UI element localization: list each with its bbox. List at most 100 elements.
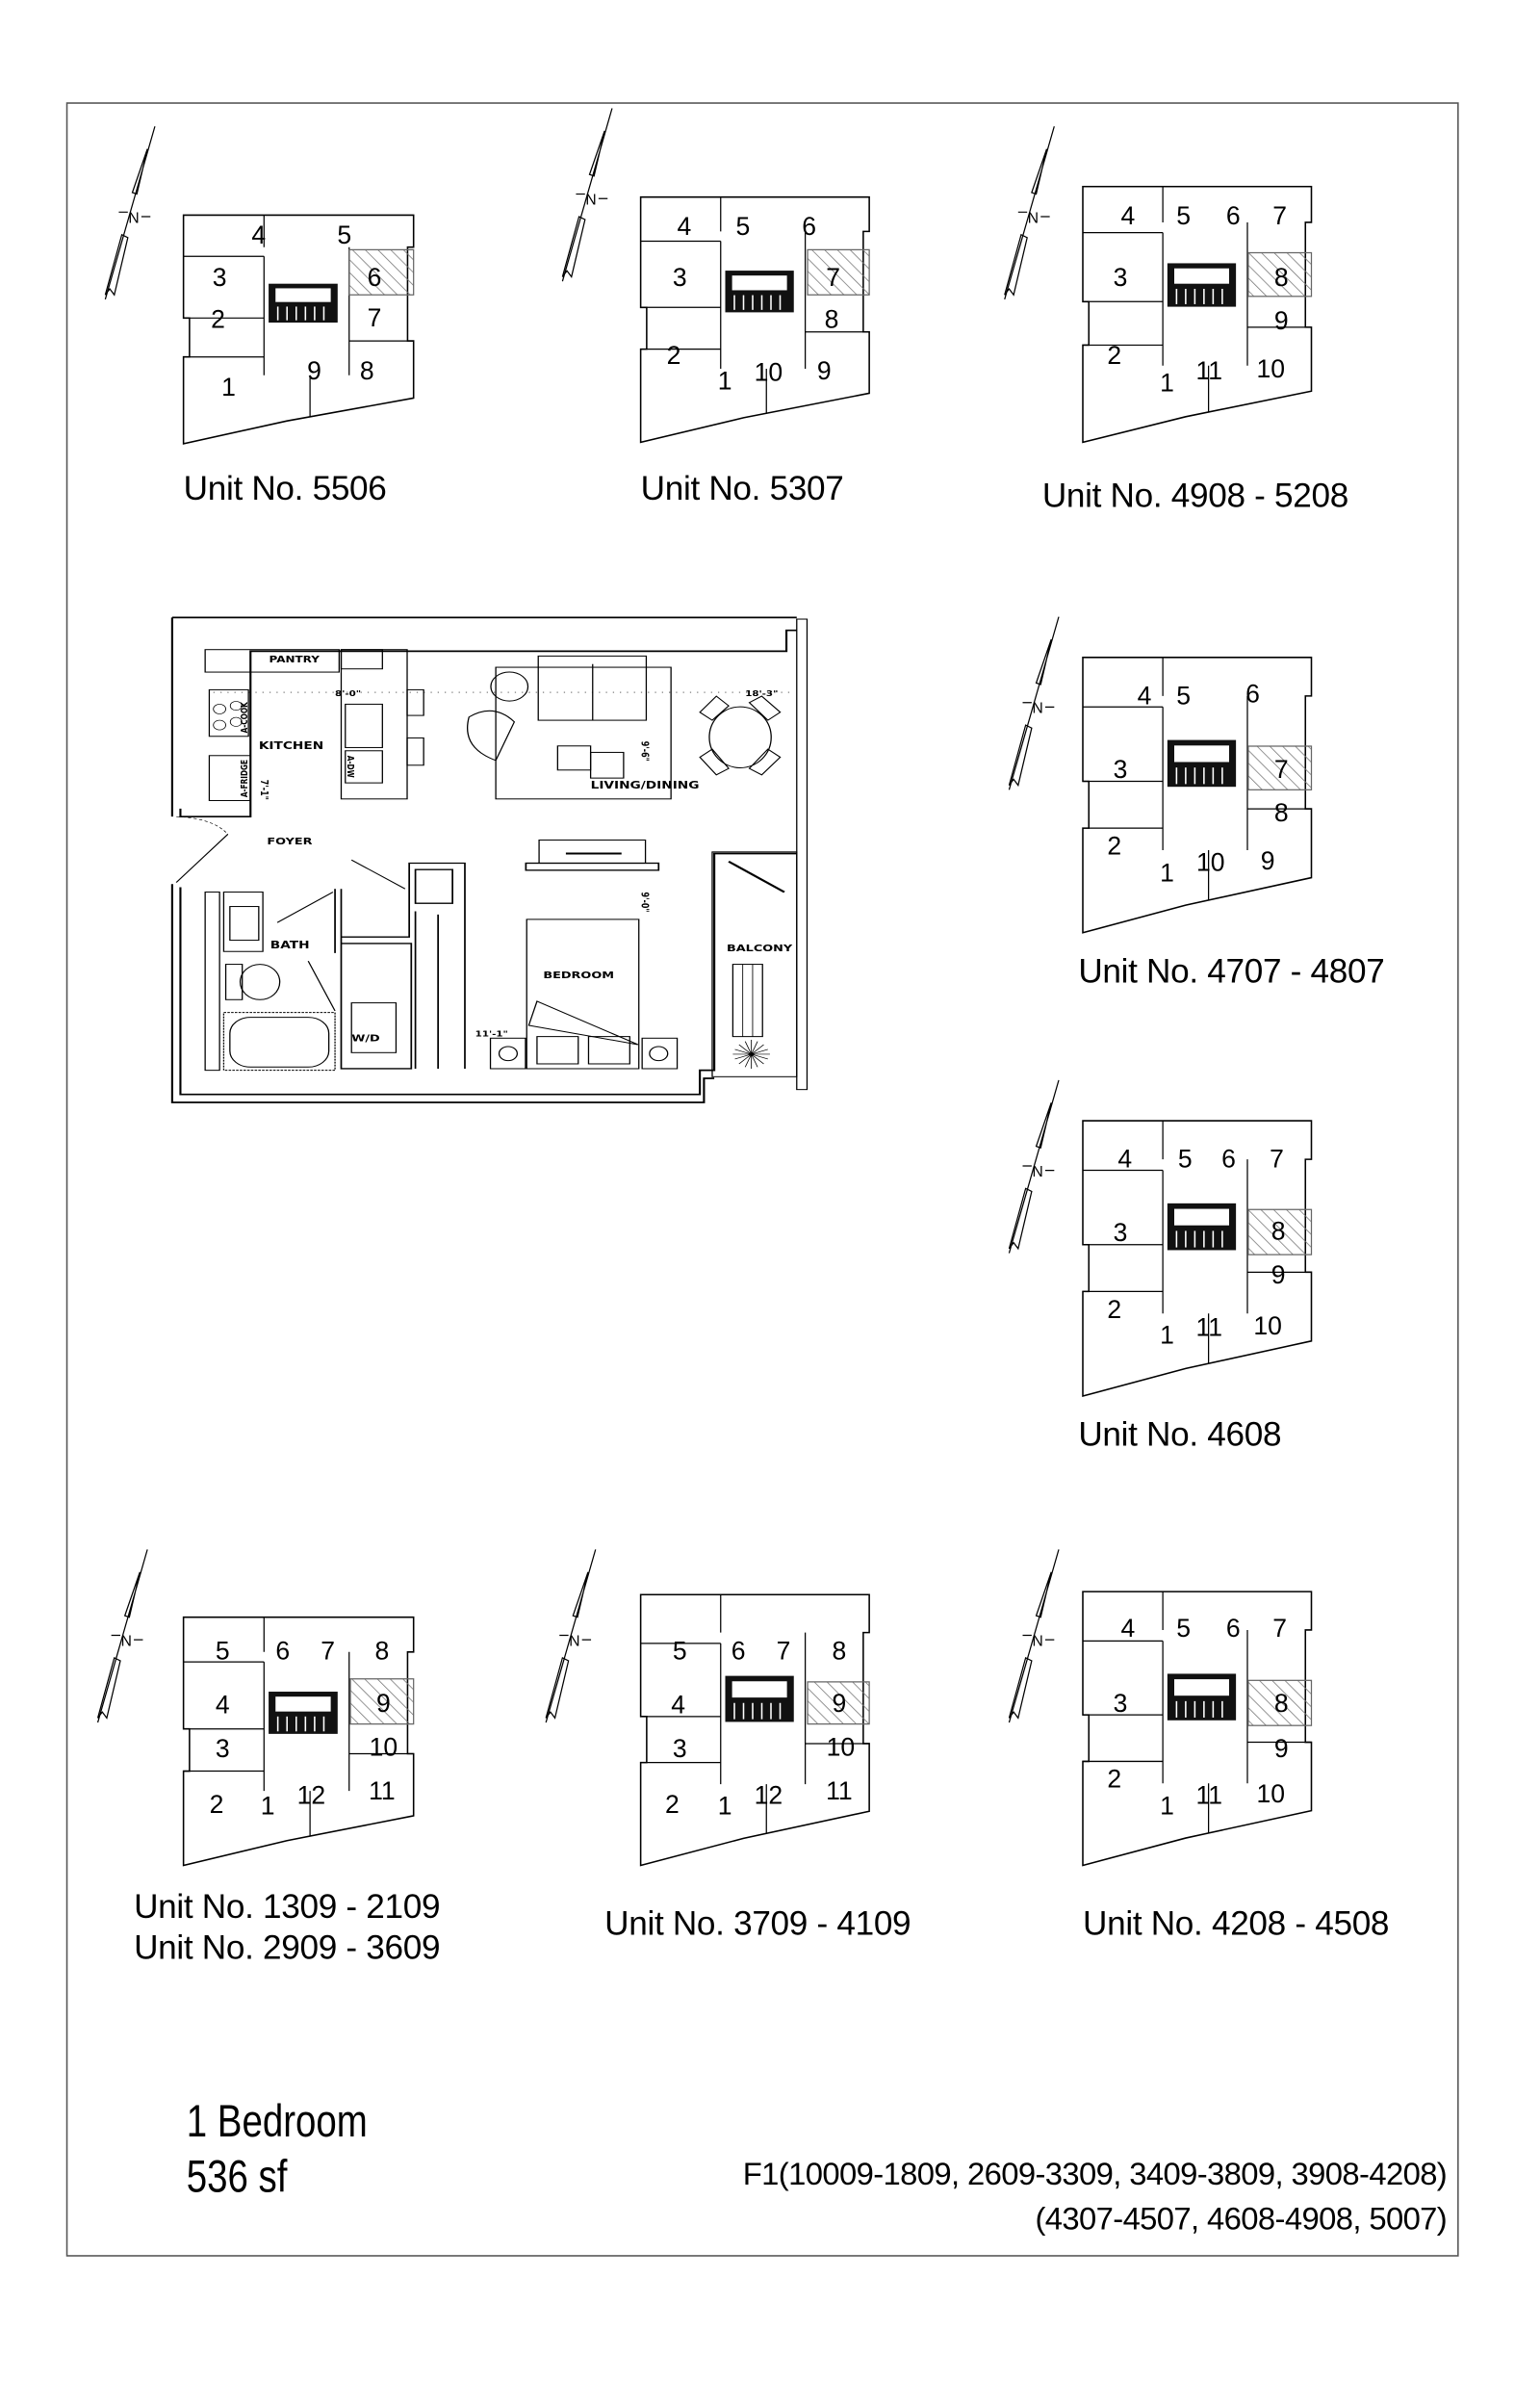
unit-number: 4 [1138,681,1152,710]
floor-range-line-1: F1(10009-1809, 2609-3309, 3409-3809, 390… [742,2157,1448,2192]
north-label: N [1032,1164,1042,1180]
unit-number: 3 [1114,755,1128,784]
unit-label-5307: Unit No. 5307 [640,469,844,507]
unit-number: 10 [1196,848,1225,877]
unit-number: 11 [1195,1780,1222,1809]
unit-number: 3 [1114,1689,1128,1718]
north-arrow-icon: N [1008,1549,1060,1723]
highlighted-unit [347,248,415,296]
unit-number: 9 [1274,306,1289,335]
unit-number: 9 [1274,1734,1289,1763]
room-label-living-dining: LIVING/DINING [591,780,700,791]
unit-number: 2 [665,1790,680,1819]
unit-label-4608: Unit No. 4608 [1078,1415,1282,1454]
unit-number: 9 [832,1689,846,1718]
unit-number: 4 [1120,201,1135,230]
unit-number: 10 [1257,1779,1286,1808]
room-label-foyer: FOYER [267,836,312,847]
floor-range-line-2: (4307-4507, 4608-4908, 5007) [1035,2202,1448,2238]
north-arrow-icon: N [1008,616,1060,790]
unit-number: 11 [1195,1312,1222,1341]
unit-label-4908-5208: Unit No. 4908 - 5208 [1041,477,1349,515]
unit-number: 7 [321,1636,335,1665]
north-arrow-icon: N [104,126,156,300]
dim-bedroom-depth: 9'-0" [638,893,650,913]
unit-number: 2 [1107,832,1121,861]
unit-number: 6 [732,1636,746,1665]
unit-number: 1 [718,1791,732,1820]
unit-number: 3 [1114,263,1128,292]
unit-area: 536 sf [186,2152,288,2203]
balcony-outline [711,851,798,1077]
unit-number: 3 [1114,1218,1128,1247]
unit-label-4208-4508: Unit No. 4208 - 4508 [1083,1904,1390,1943]
unit-number: 7 [368,303,382,332]
room-label-bedroom: BEDROOM [543,969,614,980]
unit-number: 8 [832,1636,846,1665]
north-label: N [1032,1633,1042,1649]
unit-number: 7 [826,263,840,292]
north-label: N [121,1633,132,1649]
north-label: N [1032,701,1042,717]
highlighted-unit [1247,1679,1313,1726]
unit-number: 5 [337,220,351,249]
unit-number: 12 [755,1780,783,1809]
unit-number: 4 [1117,1144,1132,1173]
unit-number: 5 [1176,201,1191,230]
unit-number: 9 [307,356,321,385]
unit-number: 12 [297,1780,326,1809]
unit-number: 8 [1274,1689,1289,1718]
unit-number: 1 [1160,1320,1174,1349]
north-label: N [128,210,139,226]
unit-number: 5 [1178,1144,1193,1173]
appliance-label-fridge: A-FRIDGE [239,760,249,797]
unit-number: 10 [827,1732,856,1761]
unit-number: 1 [1160,859,1174,888]
unit-number: 1 [221,373,236,401]
unit-number: 3 [673,263,687,292]
unit-type: 1 Bedroom [186,2097,368,2147]
dim-kitchen-width: 8'-0" [335,689,361,699]
unit-number: 8 [1274,798,1289,827]
unit-number: 8 [1274,263,1289,292]
unit-number: 11 [369,1776,396,1805]
unit-number: 6 [1245,680,1260,709]
dim-kitchen-depth: 7'-1" [258,780,270,800]
window-wall [796,618,808,1091]
unit-label-3709-4109: Unit No. 3709 - 4109 [604,1904,911,1943]
north-label: N [1028,210,1039,226]
unit-number: 7 [777,1636,791,1665]
unit-number: 9 [817,356,832,385]
unit-number: 3 [216,1734,230,1763]
unit-number: 3 [213,263,227,292]
unit-number: 5 [673,1636,687,1665]
unit-number: 2 [1107,341,1121,370]
unit-number: 6 [1221,1144,1236,1173]
unit-number: 1 [718,367,732,396]
unit-number: 6 [275,1636,290,1665]
unit-number: 4 [1120,1614,1135,1643]
highlighted-unit [1247,251,1313,298]
dim-bedroom-width: 11'-1" [475,1030,508,1040]
unit-number: 8 [374,1636,389,1665]
unit-number: 10 [1253,1311,1282,1340]
unit-number: 5 [216,1636,230,1665]
room-label-pantry: PANTRY [270,654,321,664]
unit-number: 2 [210,1790,224,1819]
unit-number: 9 [376,1689,391,1718]
unit-label-4707-4807: Unit No. 4707 - 4807 [1078,952,1385,991]
unit-number: 1 [1160,1791,1174,1820]
unit-label-5506: Unit No. 5506 [183,469,387,507]
unit-number: 5 [735,212,750,241]
unit-number: 6 [368,263,382,292]
building-outline [1082,657,1313,934]
unit-label-2909-3609: Unit No. 2909 - 3609 [134,1928,441,1967]
unit-number: 1 [261,1791,275,1820]
unit-number: 4 [671,1691,685,1720]
